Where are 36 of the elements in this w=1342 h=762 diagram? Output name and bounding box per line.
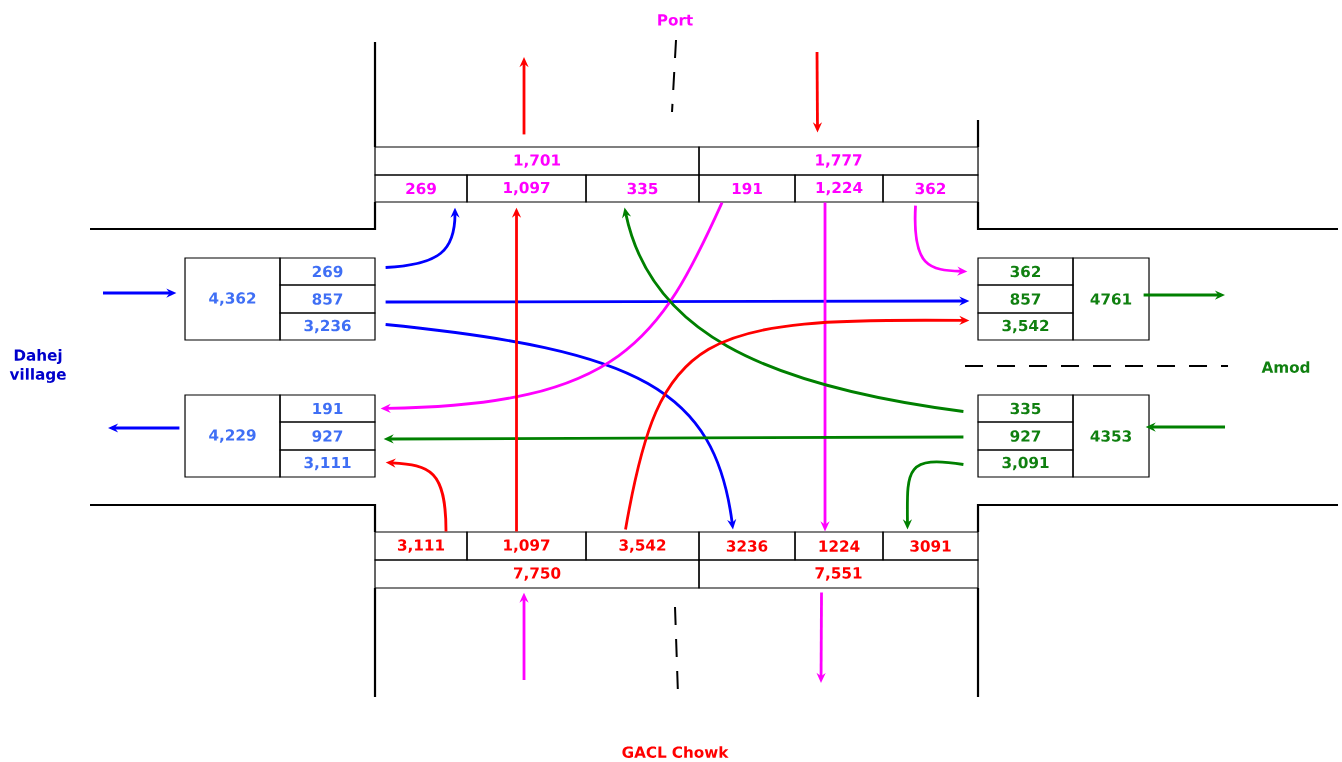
count-box: 857 [279, 284, 376, 314]
count-box: 335 [585, 174, 700, 203]
count-box: 3,111 [279, 449, 376, 478]
count-box: 7,551 [698, 559, 979, 589]
count-box: 1,701 [374, 146, 700, 176]
count-box: 269 [279, 257, 376, 286]
count-box: 269 [374, 174, 468, 203]
count-box: 1,777 [698, 146, 979, 176]
count-box: 4,362 [184, 257, 281, 341]
count-box: 1,097 [466, 174, 587, 203]
count-box: 1224 [794, 531, 884, 561]
count-box: 362 [882, 174, 979, 203]
count-box: 927 [279, 421, 376, 451]
place-label: Port [658, 14, 693, 26]
count-box: 4353 [1072, 394, 1150, 478]
count-box: 3091 [882, 531, 979, 561]
count-box: 927 [977, 421, 1074, 451]
place-label: Dahej village [9, 349, 66, 383]
count-box: 7,750 [374, 559, 700, 589]
count-box: 3,236 [279, 312, 376, 341]
place-label: Amod [1261, 361, 1310, 373]
place-label: GACL Chowk [622, 746, 729, 758]
count-box: 1,097 [466, 531, 587, 561]
count-box: 3236 [698, 531, 796, 561]
count-box: 3,542 [585, 531, 700, 561]
count-box: 3,542 [977, 312, 1074, 341]
count-box: 191 [698, 174, 796, 203]
count-box: 3,111 [374, 531, 468, 561]
count-box: 4,229 [184, 394, 281, 478]
count-box: 1,224 [794, 174, 884, 203]
count-box: 857 [977, 284, 1074, 314]
count-box: 362 [977, 257, 1074, 286]
count-box: 4761 [1072, 257, 1150, 341]
count-box: 3,091 [977, 449, 1074, 478]
count-box: 335 [977, 394, 1074, 423]
count-box: 191 [279, 394, 376, 423]
